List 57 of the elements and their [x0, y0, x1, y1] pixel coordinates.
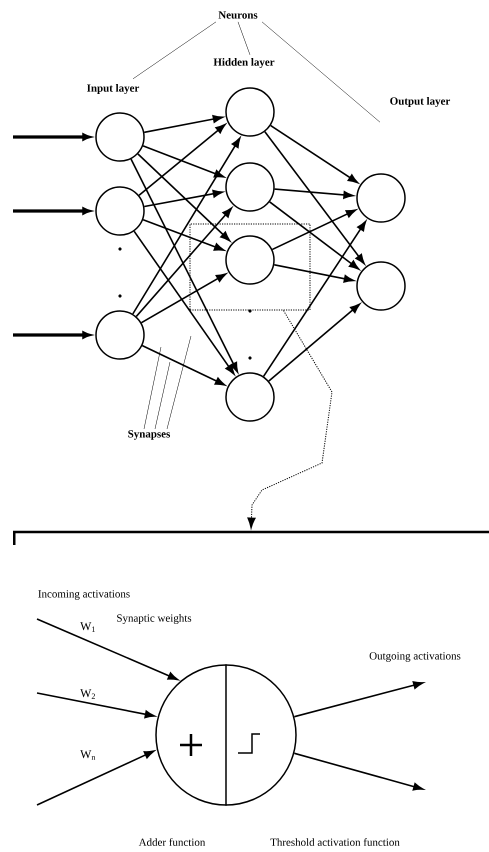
leader-line	[132, 22, 216, 80]
function-label: Adder function	[138, 838, 206, 846]
arrow	[138, 124, 226, 196]
annotation-text: Incoming activations	[38, 590, 130, 600]
dotted-box	[190, 224, 310, 310]
neuron-model-circle	[155, 664, 297, 806]
arrow	[270, 124, 358, 184]
leader-line	[154, 362, 170, 430]
leader-line	[238, 22, 250, 56]
arrow	[136, 207, 232, 317]
neuron-circle	[225, 162, 275, 212]
leader-line	[144, 346, 162, 430]
arrow	[274, 188, 354, 199]
layer-label: Hidden layer	[214, 58, 274, 68]
arrow	[272, 209, 356, 250]
arrow	[36, 618, 178, 680]
neuron-circle	[95, 310, 145, 360]
neuron-circle	[95, 186, 145, 236]
arrow	[264, 131, 365, 264]
arrow	[274, 264, 354, 283]
arrow	[132, 138, 240, 314]
arrow	[294, 681, 424, 718]
weight-label: W$_{n}$	[80, 750, 96, 760]
arrow	[142, 219, 224, 251]
arrow	[262, 220, 366, 377]
arrow	[294, 752, 424, 791]
neuron-circle	[95, 112, 145, 162]
arrow	[36, 750, 154, 806]
arrow	[137, 153, 230, 242]
dotted-arrow	[247, 310, 333, 529]
arrow	[141, 273, 226, 324]
layer-label: Synapses	[128, 430, 170, 440]
arrow	[142, 344, 226, 386]
arrow	[134, 230, 235, 375]
weight-label: W$_{2}$	[80, 689, 95, 699]
arrow	[144, 190, 223, 208]
annotation-text: Synaptic weights	[117, 614, 192, 624]
arrow	[130, 158, 238, 372]
neuron-circle	[225, 87, 275, 137]
annotation-text: Outgoing activations	[370, 652, 460, 662]
neuron-circle	[225, 235, 275, 285]
function-label: Threshold activation function	[270, 838, 400, 846]
weight-label: W$_{1}$	[80, 622, 95, 632]
leader-line	[262, 22, 380, 122]
layer-label: Output layer	[390, 97, 450, 107]
arrow	[144, 115, 223, 134]
neuron-circle	[356, 173, 406, 223]
layer-label: Input layer	[87, 84, 140, 94]
arrow	[269, 201, 360, 270]
bracket	[13, 530, 489, 545]
arrow	[36, 692, 155, 718]
arrow	[142, 145, 224, 178]
arrow	[268, 304, 360, 382]
layer-label: Neurons	[218, 11, 258, 19]
neuron-circle	[356, 261, 406, 311]
neuron-circle	[225, 372, 275, 422]
leader-line	[166, 336, 192, 430]
